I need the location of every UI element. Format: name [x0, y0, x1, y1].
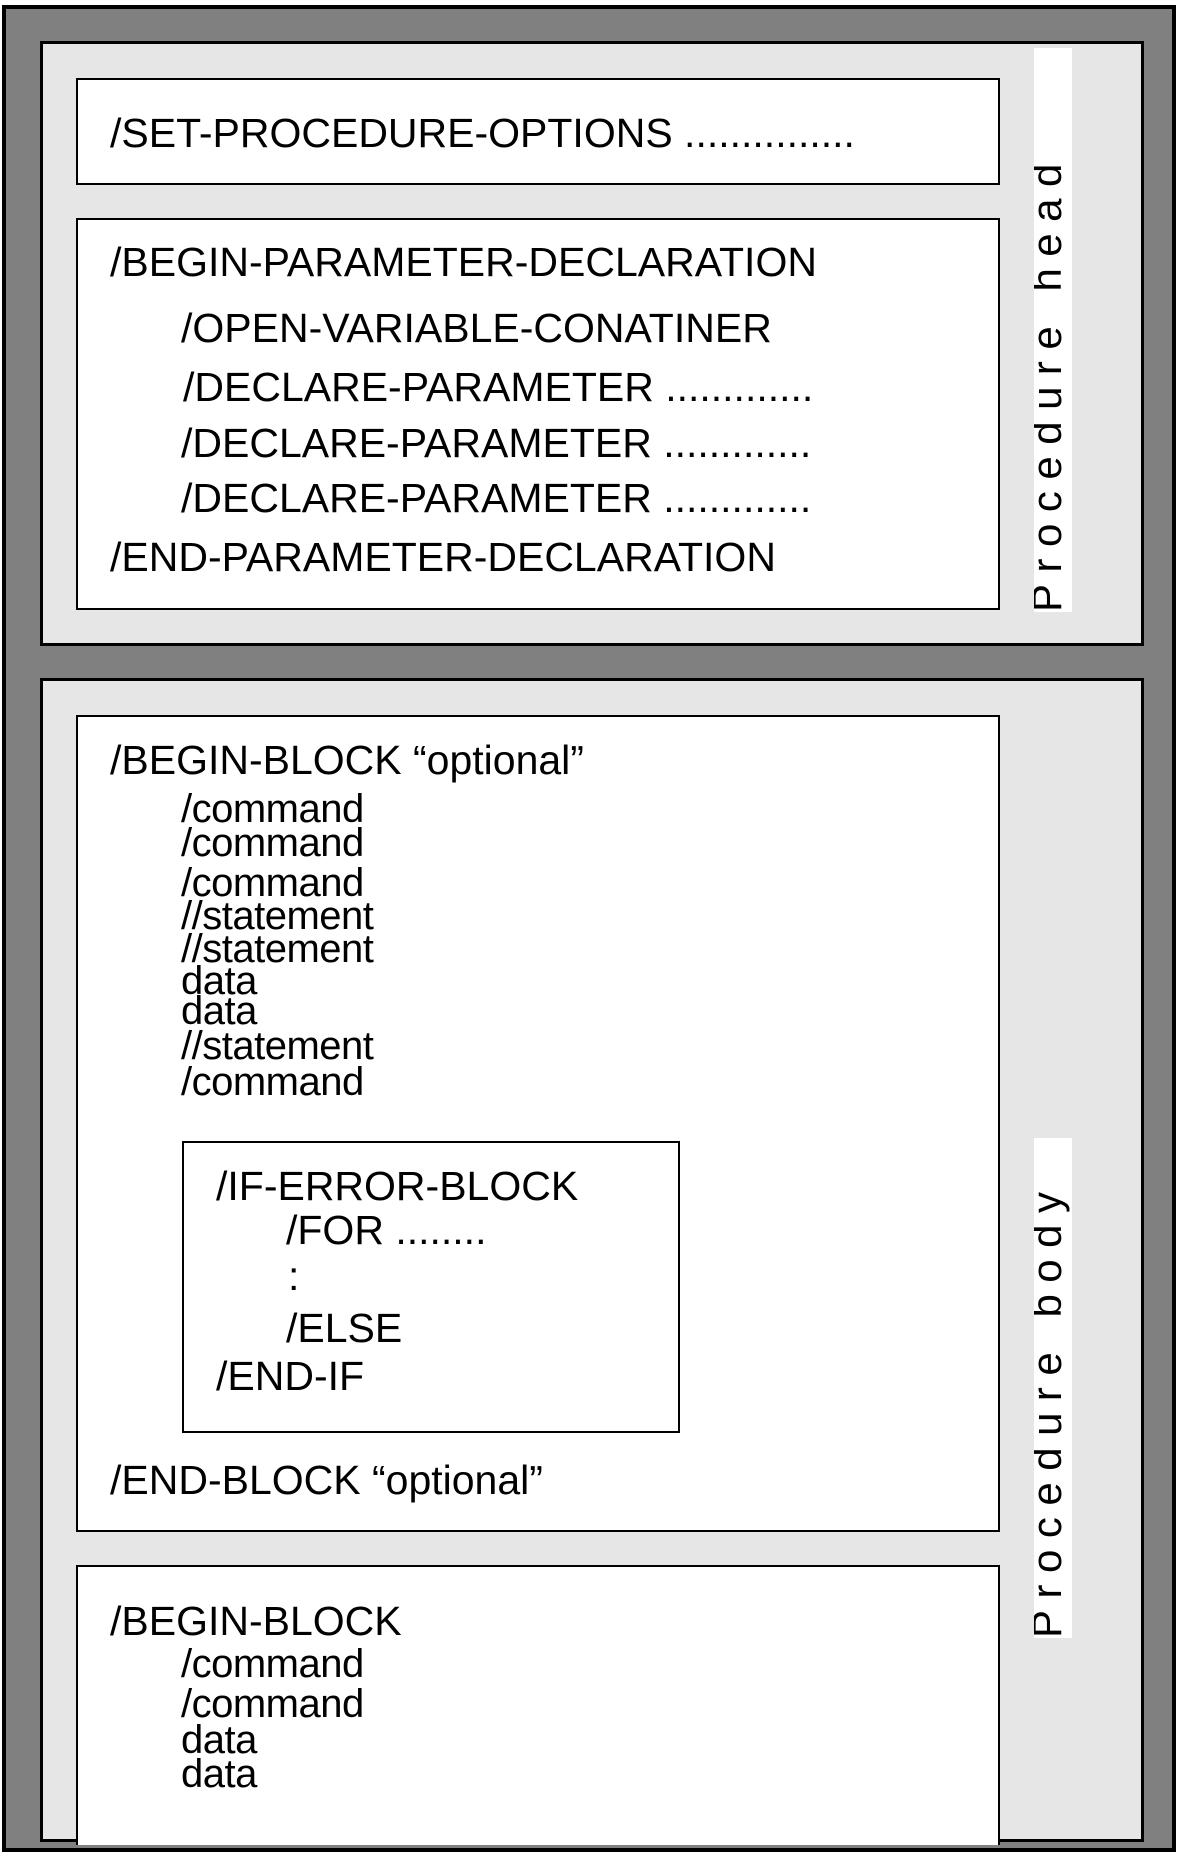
begin-block-optional-line: /BEGIN-BLOCK “optional” — [110, 737, 584, 783]
end-parameter-declaration-line: /END-PARAMETER-DECLARATION — [110, 534, 776, 580]
for-line: /FOR ........ — [286, 1207, 487, 1253]
procedure-body-label: Procedure body — [1034, 1138, 1072, 1638]
block-line: /command — [181, 787, 364, 831]
block-line: data — [181, 1718, 257, 1762]
declare-parameter-line: /DECLARE-PARAMETER ............. — [181, 475, 812, 521]
declare-parameter-line: /DECLARE-PARAMETER ............. — [183, 364, 814, 410]
else-line: /ELSE — [286, 1305, 403, 1351]
if-error-block-box — [182, 1141, 680, 1433]
block-line: data — [181, 959, 257, 1003]
block-line: //statement — [181, 927, 374, 971]
procedure-body-label-text: Procedure body — [1034, 1180, 1070, 1638]
block-line: /command — [181, 1682, 364, 1726]
block-line: /command — [181, 1642, 364, 1686]
set-procedure-options-line: /SET-PROCEDURE-OPTIONS ............... — [110, 110, 855, 156]
ellipsis-dots: : — [288, 1253, 300, 1299]
procedure-head-label-text: Procedure head — [1034, 152, 1070, 612]
block-line: //statement — [181, 894, 374, 938]
begin-block-line: /BEGIN-BLOCK — [110, 1598, 402, 1644]
declare-parameter-line: /DECLARE-PARAMETER ............. — [181, 420, 812, 466]
block-line: /command — [181, 861, 364, 905]
open-variable-container-line: /OPEN-VARIABLE-CONATINER — [181, 305, 772, 351]
block-line: /command — [181, 821, 364, 865]
block-line: data — [181, 1752, 257, 1796]
begin-parameter-declaration-line: /BEGIN-PARAMETER-DECLARATION — [110, 239, 817, 285]
begin-block-box — [76, 1565, 1000, 1845]
procedure-options-box — [76, 78, 1000, 185]
parameter-declaration-box — [76, 218, 1000, 610]
if-error-block-line: /IF-ERROR-BLOCK — [216, 1163, 579, 1209]
block-line: /command — [181, 1060, 364, 1104]
procedure-head-label: Procedure head — [1034, 48, 1072, 612]
end-if-line: /END-IF — [216, 1353, 365, 1399]
block-line: //statement — [181, 1024, 374, 1068]
block-line: data — [181, 989, 257, 1033]
end-block-optional-line: /END-BLOCK “optional” — [110, 1457, 543, 1503]
